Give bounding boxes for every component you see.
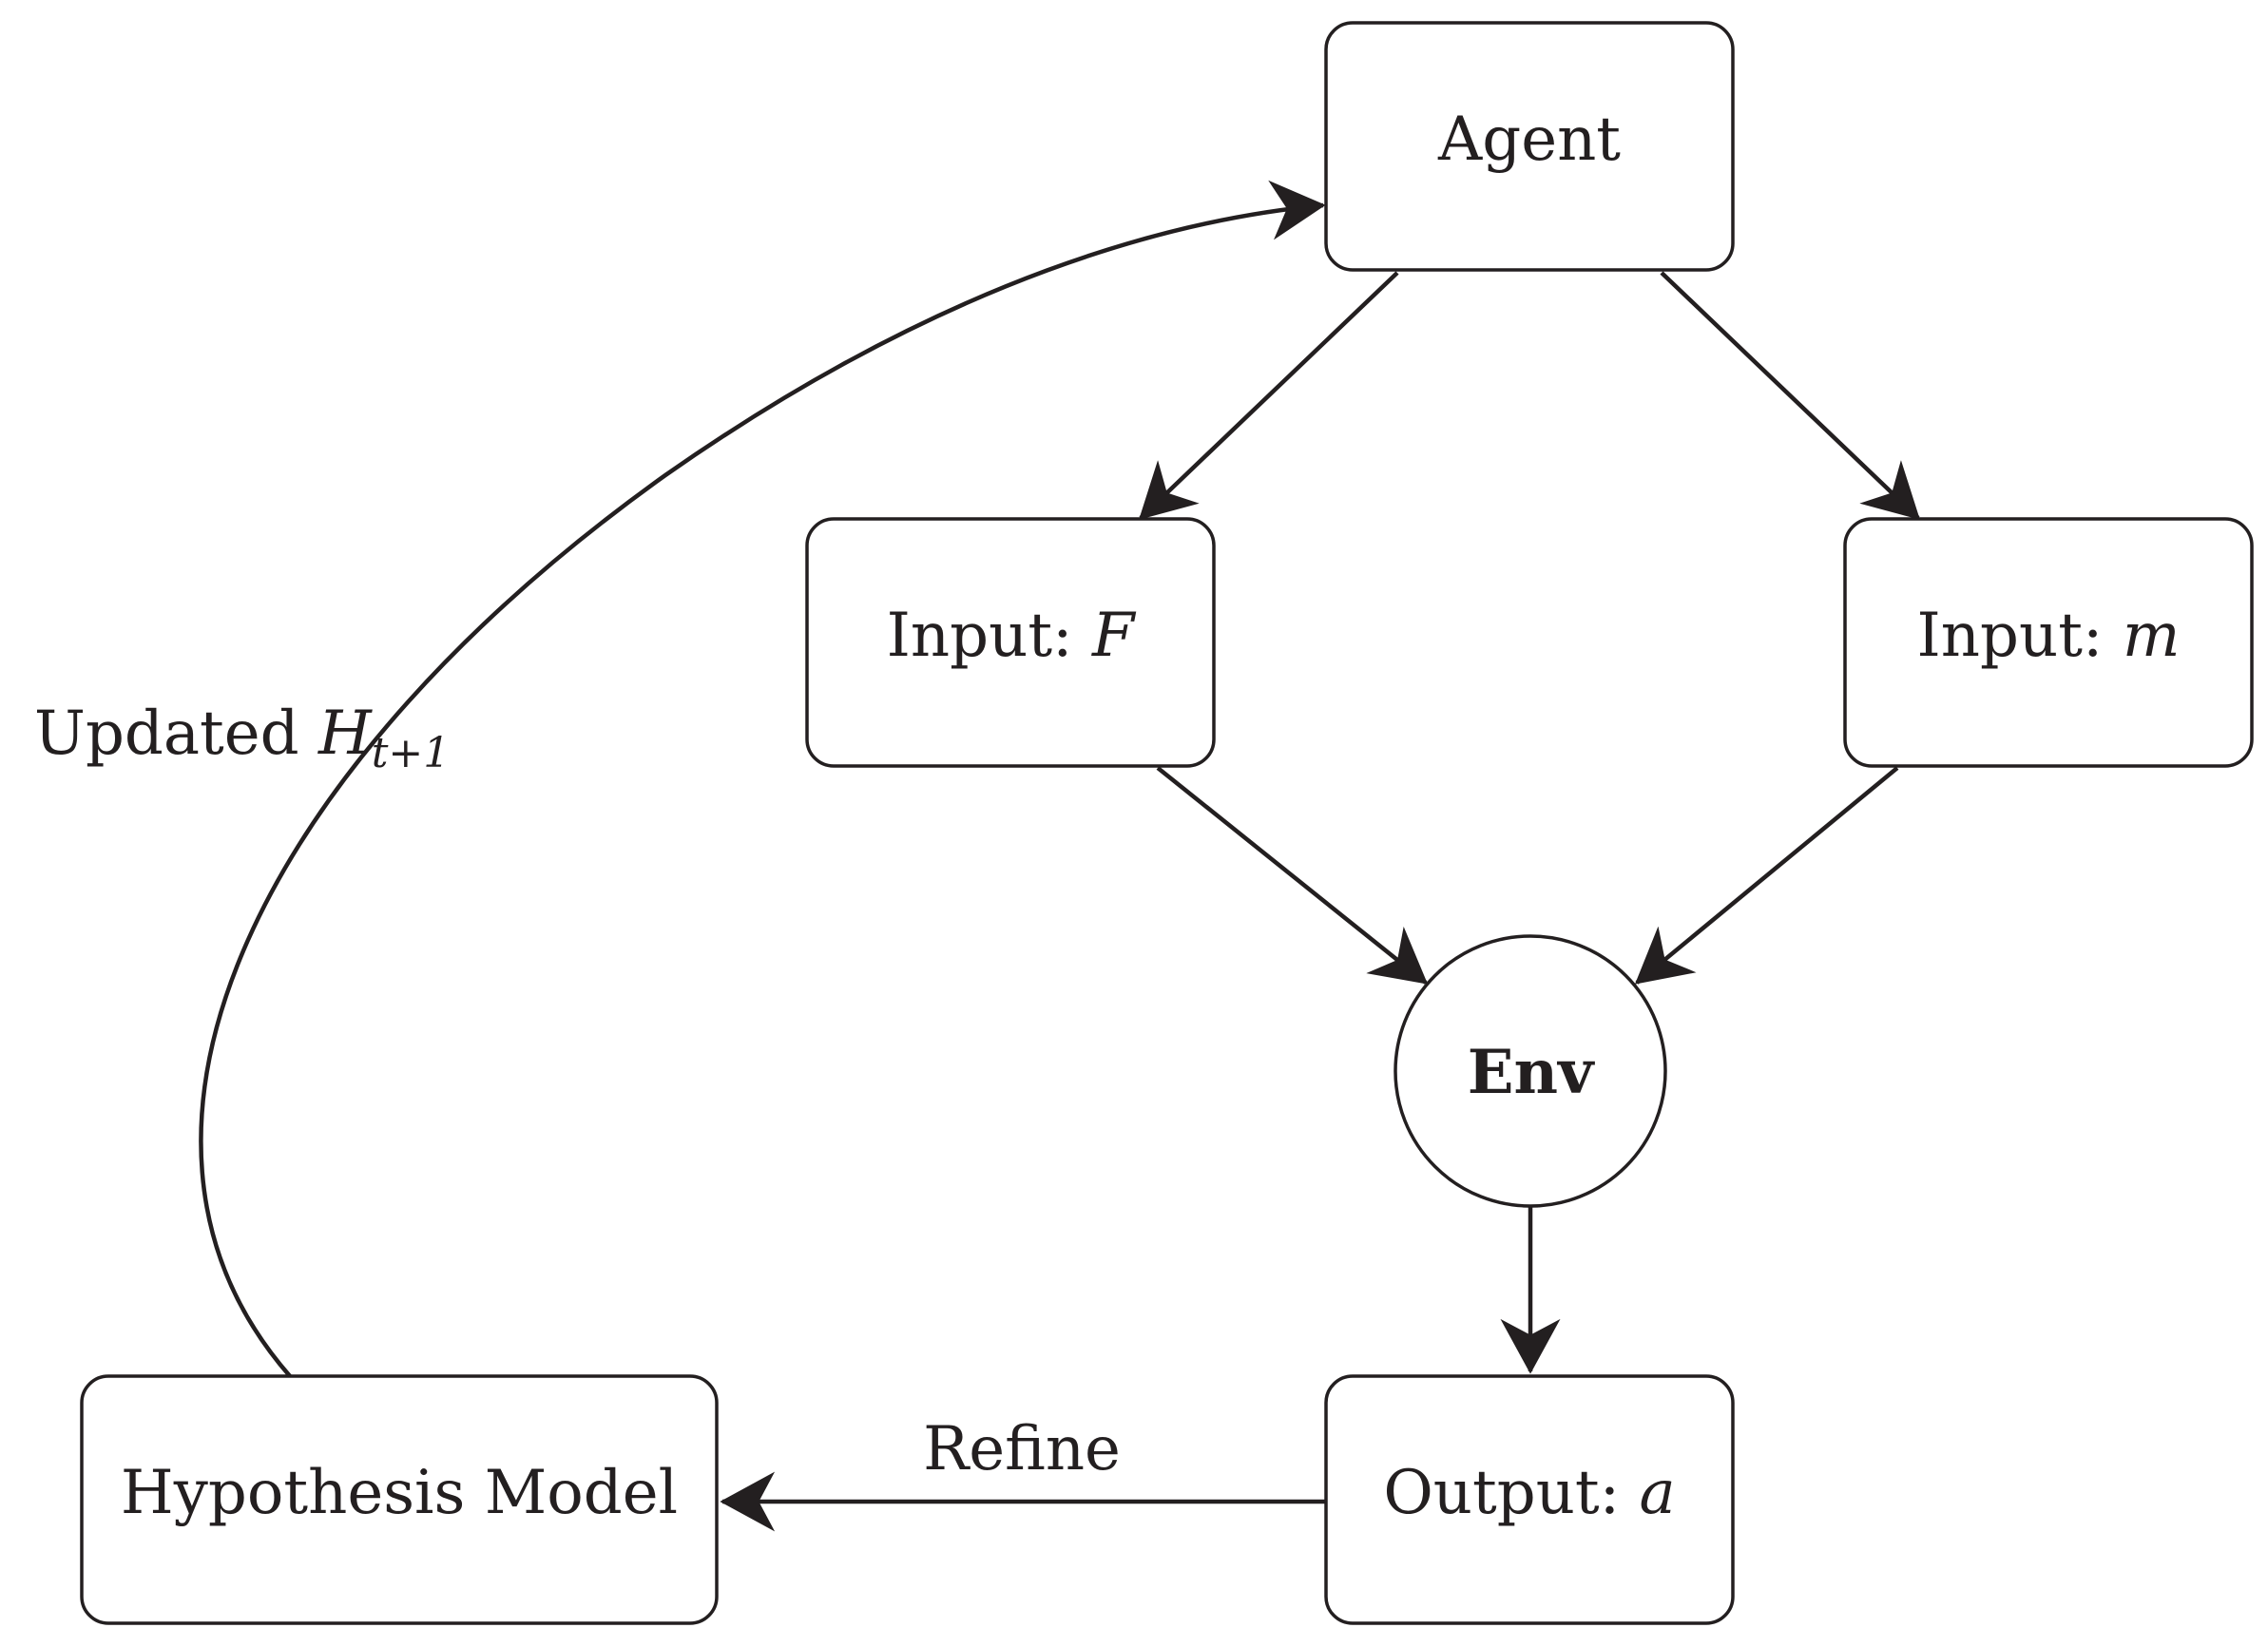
node-agent-label: Agent	[1437, 105, 1621, 175]
node-env-label: Env	[1468, 1037, 1595, 1108]
node-input-f: Input: F	[805, 517, 1216, 768]
node-hypothesis-model-label: Hypothesis Model	[121, 1458, 678, 1528]
node-input-m-label: Input: m	[1917, 601, 2181, 671]
edge-input-m-to-env	[1634, 766, 1899, 985]
node-output-a-label: Output: a	[1383, 1458, 1675, 1528]
edge-agent-to-input-m	[1660, 271, 1920, 520]
node-output-a: Output: a	[1324, 1374, 1735, 1625]
edge-input-f-to-env	[1156, 766, 1429, 985]
node-env: Env	[1393, 934, 1667, 1208]
node-agent: Agent	[1324, 21, 1735, 272]
node-input-f-label: Input: F	[887, 601, 1137, 671]
edge-hypothesis-to-agent	[199, 180, 1326, 1378]
node-hypothesis-model: Hypothesis Model	[80, 1374, 719, 1625]
edge-agent-to-input-f	[1139, 271, 1399, 520]
node-input-m: Input: m	[1843, 517, 2254, 768]
edge-label-refine: Refine	[923, 1414, 1121, 1484]
edge-label-updated-h: Updated Ht+1	[34, 699, 450, 777]
